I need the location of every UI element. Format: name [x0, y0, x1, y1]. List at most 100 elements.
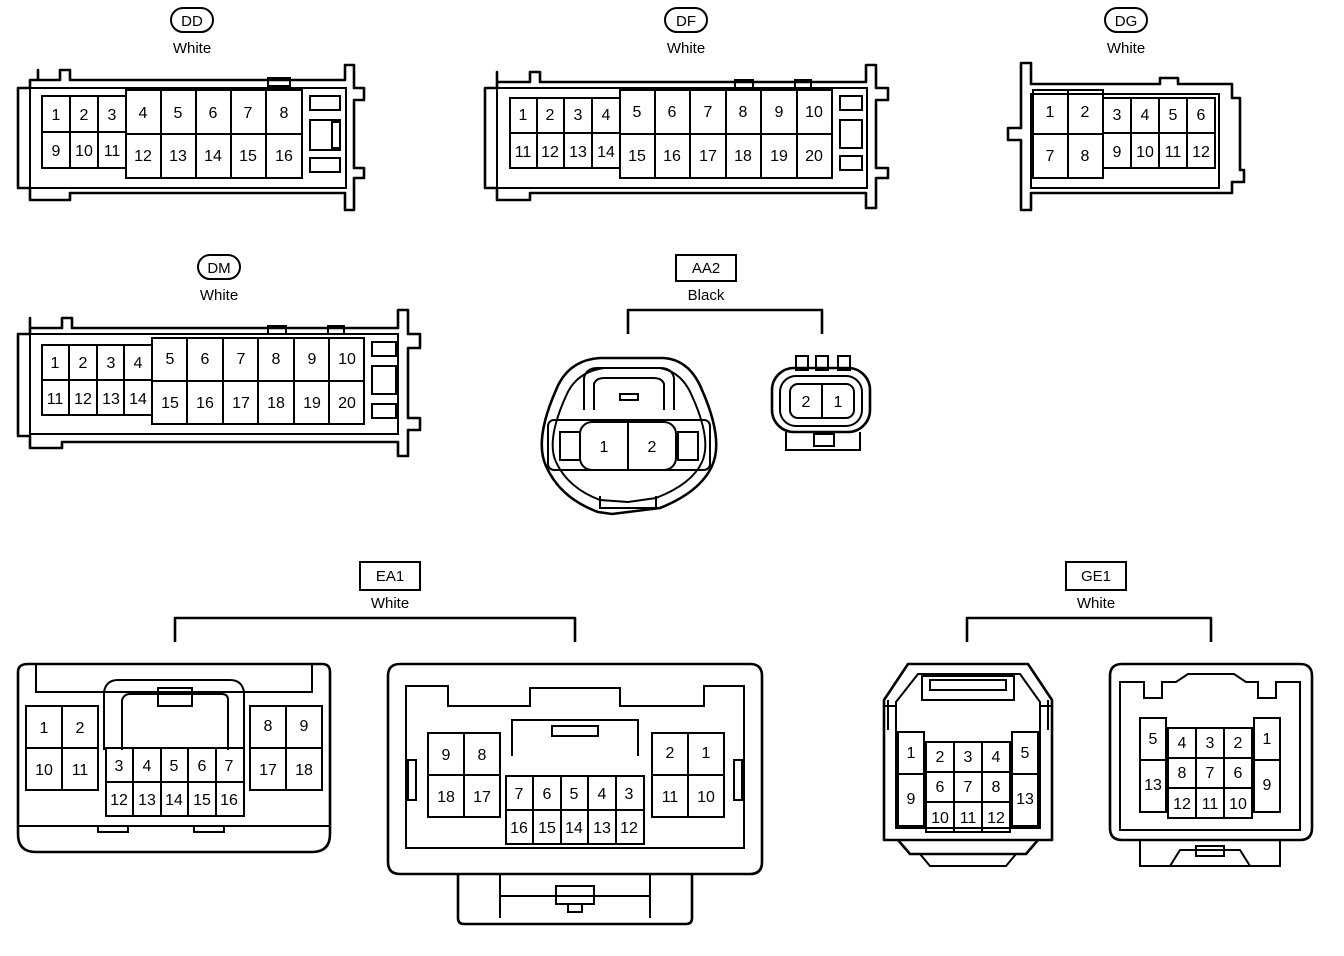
pin-label: 10: [1229, 796, 1247, 813]
pin-label: 11: [72, 762, 89, 779]
pin-label: 20: [805, 148, 823, 165]
connector-color: White: [173, 40, 211, 57]
pin-label: 1: [40, 720, 49, 737]
pin-label: 4: [602, 107, 611, 124]
connector-dm: DM White 1 2 3 4 5 6: [16, 254, 422, 458]
connector-color: White: [371, 595, 409, 612]
connector-code: DM: [207, 260, 230, 277]
pin-label: 16: [275, 148, 293, 165]
pin-label: 6: [1234, 765, 1243, 782]
pin-label: 11: [1165, 144, 1182, 161]
connector-ea1: EA1 White 1 2 3 4 5: [16, 561, 764, 926]
pin-label: 2: [76, 720, 85, 737]
pin-label: 2: [546, 107, 555, 124]
pin-label: 10: [338, 351, 356, 368]
pair-bracket: [965, 616, 1213, 642]
pin-label: 9: [775, 104, 784, 121]
pin-label: 17: [699, 148, 717, 165]
connector-aa2: AA2 Black 1 2: [540, 254, 872, 516]
connector-code: EA1: [376, 568, 404, 585]
pin-label: 6: [209, 105, 218, 122]
pin-label: 3: [115, 758, 124, 775]
connector-color: White: [667, 40, 705, 57]
pin-label: 4: [1141, 107, 1150, 124]
connector-mating-housing: [770, 355, 872, 451]
pin-label: 12: [620, 820, 638, 837]
pin-label: 2: [666, 745, 675, 762]
pin-label: 3: [1113, 107, 1122, 124]
pin-label: 19: [770, 148, 788, 165]
connector-housing: [16, 308, 422, 458]
pin-label: 2: [80, 107, 89, 124]
pin-label: 16: [510, 820, 528, 837]
pin-label: 9: [1113, 144, 1122, 161]
connector-code-badge: [197, 254, 241, 280]
pin-label: 5: [1149, 731, 1158, 748]
pin-label: 2: [936, 749, 945, 766]
pin-label: 13: [1144, 777, 1162, 794]
pin-label: 16: [220, 792, 238, 809]
pin-label: 15: [161, 395, 179, 412]
pin-label: 18: [267, 395, 285, 412]
connector-mating-housing: [1108, 662, 1314, 867]
pin-label: 19: [303, 395, 321, 412]
pair-bracket: [173, 616, 577, 642]
pin-label: 12: [987, 810, 1005, 827]
pin-label: 7: [1046, 148, 1055, 165]
pin-label: 8: [264, 718, 273, 735]
pin-label: 5: [166, 351, 175, 368]
pin-label: 8: [272, 351, 281, 368]
pin-label: 12: [541, 144, 559, 161]
pin-label: 6: [668, 104, 677, 121]
pin-label: 13: [569, 144, 587, 161]
connector-code-badge: [170, 7, 214, 33]
pin-label: 10: [697, 789, 715, 806]
pin-label: 17: [259, 762, 277, 779]
pin-label: 10: [1136, 144, 1154, 161]
pin-label: 6: [198, 758, 207, 775]
pin-label: 3: [108, 107, 117, 124]
pin-label: 11: [104, 143, 121, 160]
pin-label: 6: [936, 779, 945, 796]
connector-housing: [16, 63, 366, 212]
pin-label: 1: [907, 745, 916, 762]
pin-label: 7: [244, 105, 253, 122]
pin-label: 1: [52, 107, 61, 124]
pin-label: 20: [338, 395, 356, 412]
pin-label: 12: [110, 792, 128, 809]
pin-label: 9: [52, 143, 61, 160]
pin-label: 12: [134, 148, 152, 165]
pin-label: 8: [478, 747, 487, 764]
pin-label: 10: [931, 810, 949, 827]
connector-mating-housing: [386, 662, 764, 926]
pin-label: 8: [992, 779, 1001, 796]
pin-label: 5: [1021, 745, 1030, 762]
connector-housing: [483, 63, 890, 210]
pin-label: 1: [1263, 731, 1272, 748]
pin-label: 5: [170, 758, 179, 775]
pin-label: 9: [907, 791, 916, 808]
pin-label: 5: [174, 105, 183, 122]
connector-code: DG: [1115, 13, 1138, 30]
pin-label: 6: [1197, 107, 1206, 124]
pin-label: 3: [625, 786, 634, 803]
pin-label: 15: [193, 792, 211, 809]
connector-ge1: GE1 White 1 2 3 4 5 9: [882, 561, 1314, 867]
pin-label: 7: [225, 758, 234, 775]
pin-label: 6: [543, 786, 552, 803]
pin-label: 14: [565, 820, 583, 837]
pin-label: 8: [280, 105, 289, 122]
connector-code: GE1: [1081, 568, 1111, 585]
pin-label: 17: [232, 395, 250, 412]
connector-color: White: [1107, 40, 1145, 57]
pin-label: 2: [1081, 104, 1090, 121]
connector-code-badge: [1104, 7, 1148, 33]
pin-label: 18: [734, 148, 752, 165]
pin-label: 1: [519, 107, 528, 124]
pin-label: 13: [102, 391, 120, 408]
connector-housing: [16, 662, 332, 854]
pin-label: 14: [204, 148, 222, 165]
pin-label: 15: [538, 820, 556, 837]
pin-label: 7: [964, 779, 973, 796]
pin-label: 11: [662, 789, 679, 806]
